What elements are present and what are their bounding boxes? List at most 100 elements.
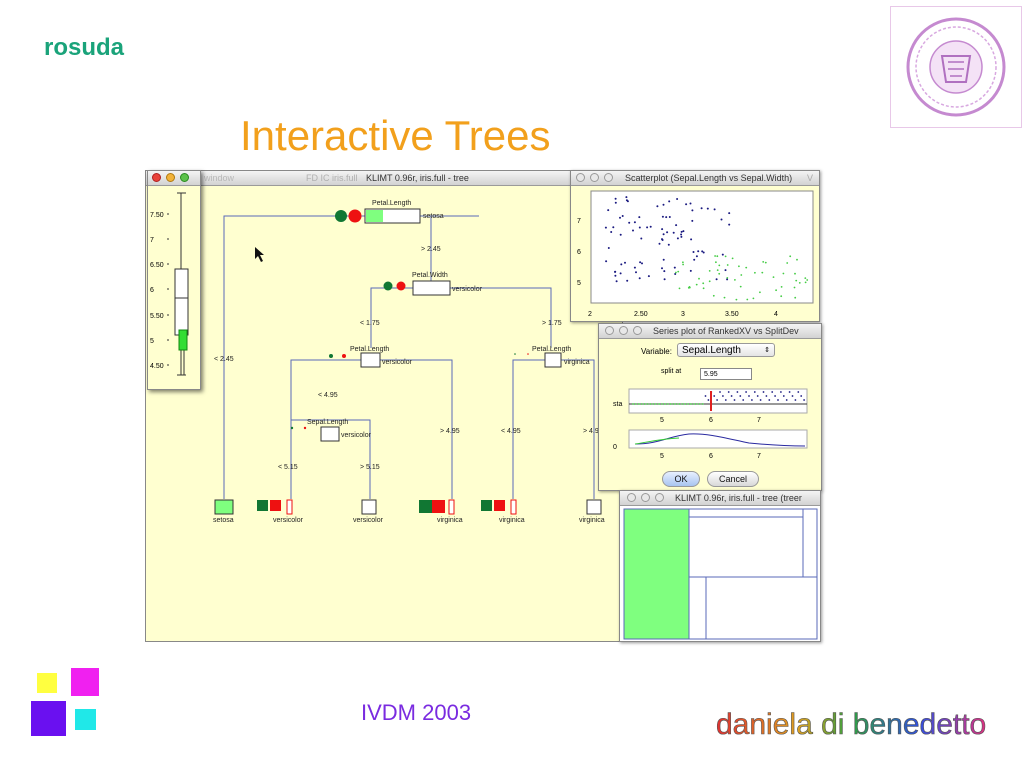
scatter-point (689, 202, 692, 205)
leaf-virginica-2[interactable] (510, 499, 517, 515)
leaf-2-class-green (257, 500, 268, 511)
scatter-point (668, 216, 671, 218)
scatterplot-title: Scatterplot (Sepal.Length vs Sepal.Width… (625, 173, 793, 183)
boxplot-titlebar[interactable] (148, 171, 200, 186)
series-point (716, 399, 718, 401)
minimize-icon[interactable] (619, 326, 628, 335)
zoom-icon[interactable] (655, 493, 664, 502)
mouse-cursor-icon (255, 247, 264, 262)
minimize-icon[interactable] (590, 173, 599, 182)
boxplot-canvas[interactable]: 7.50 7 6.50 6 5.50 5 4.50 (148, 185, 200, 389)
series-point (666, 403, 669, 405)
series-point (774, 395, 776, 397)
series-point (762, 391, 765, 393)
scatter-point (740, 274, 743, 276)
leaf-virginica-1[interactable] (448, 499, 455, 515)
university-seal-image (890, 6, 1022, 128)
scatterplot-titlebar[interactable]: Scatterplot (Sepal.Length vs Sepal.Width… (571, 171, 819, 186)
leaf-virginica-3[interactable] (586, 499, 602, 515)
series-point (672, 403, 675, 405)
scatter-point (625, 196, 628, 199)
close-icon[interactable] (627, 493, 636, 502)
scatter-point (715, 278, 718, 281)
treemap-titlebar[interactable]: KLIMT 0.96r, iris.full - tree (treer (620, 491, 820, 506)
scatter-point (726, 277, 729, 279)
scatter-point (667, 243, 670, 246)
scatter-point (721, 253, 724, 256)
series-tick: 6 (709, 453, 713, 460)
n5-split-right: > 4.9 (583, 428, 599, 435)
n2-split-right: > 1.75 (542, 320, 562, 327)
scatter-point (728, 212, 731, 215)
n4-node[interactable] (320, 426, 340, 442)
scatter-point (724, 269, 727, 272)
scatter-point (614, 201, 617, 204)
scatter-point (677, 270, 680, 273)
series-tick: 7 (757, 417, 761, 424)
series-plot-canvas[interactable]: sta 5 6 7 0 5 6 7 (599, 384, 821, 468)
scatter-point (638, 226, 641, 229)
n2-class-dot-red (396, 281, 406, 291)
minimize-icon[interactable] (166, 173, 175, 182)
root-node-class: setosa (423, 213, 444, 220)
close-icon[interactable] (576, 173, 585, 182)
scatter-point (697, 250, 700, 253)
scatter-point (675, 224, 678, 227)
scatter-point (780, 286, 783, 288)
scatter-point (620, 263, 623, 266)
treemap-window: KLIMT 0.96r, iris.full - tree (treer (619, 490, 821, 642)
scatter-point (614, 270, 616, 273)
tree-canvas[interactable]: Petal.Length setosa < 2.45 > 2.45 Petal.… (146, 185, 622, 641)
scatter-point (656, 205, 659, 208)
variable-select[interactable]: Sepal.Length ⇕ (677, 343, 775, 357)
scatter-point (754, 271, 756, 274)
n2-node[interactable] (412, 280, 451, 296)
leaf-setosa[interactable] (214, 499, 234, 515)
n3-node[interactable] (360, 352, 381, 368)
scatter-point (716, 255, 719, 258)
close-icon[interactable] (605, 326, 614, 335)
select-arrows-icon: ⇕ (764, 347, 770, 354)
scatter-point (614, 197, 617, 200)
scatter-point (604, 226, 607, 229)
scatter-point (628, 221, 631, 224)
series-point (658, 403, 660, 405)
series-point (704, 395, 707, 397)
leaf-5-label: virginica (499, 517, 525, 524)
minimize-icon[interactable] (641, 493, 650, 502)
leaf-versicolor-1[interactable] (286, 499, 293, 515)
series-points (632, 391, 805, 405)
scatter-point (605, 260, 608, 263)
treemap-canvas[interactable] (620, 505, 820, 641)
series-point (701, 403, 704, 405)
scatter-point (675, 271, 677, 274)
split-at-label: split at (661, 368, 682, 375)
split-at-input[interactable]: 5.95 (700, 368, 752, 380)
n3-class-dot-green (329, 354, 333, 358)
close-icon[interactable] (152, 173, 161, 182)
scatter-point (798, 282, 801, 284)
n2-class-dot-green (383, 281, 393, 291)
scatter-point (689, 269, 692, 272)
ok-button[interactable]: OK (662, 471, 700, 487)
scatter-point (786, 262, 789, 264)
n3-split-left: < 4.95 (318, 392, 338, 399)
n5-node[interactable] (544, 352, 562, 368)
series-dialog-titlebar[interactable]: Series plot of RankedXV vs SplitDev (599, 324, 821, 339)
scatter-point (701, 250, 704, 253)
series-point (684, 403, 687, 405)
scatterplot-canvas[interactable]: 7 6 5 2 2.50 3 3.50 4 (571, 185, 819, 321)
leaf-versicolor-2[interactable] (361, 499, 377, 515)
scatter-point (691, 209, 694, 212)
cancel-button[interactable]: Cancel (707, 471, 759, 487)
scatter-point (676, 237, 679, 240)
n3-node-label: Petal.Length (350, 346, 389, 353)
scatter-point (663, 278, 666, 281)
scatter-point (714, 255, 716, 257)
zoom-icon[interactable] (604, 173, 613, 182)
treemap-setosa (623, 508, 690, 640)
zoom-icon[interactable] (633, 326, 642, 335)
scatter-point (780, 295, 783, 298)
zoom-icon[interactable] (180, 173, 189, 182)
tree-window-titlebar[interactable]: window FD IC iris.full KLIMT 0.96r, iris… (146, 171, 622, 186)
